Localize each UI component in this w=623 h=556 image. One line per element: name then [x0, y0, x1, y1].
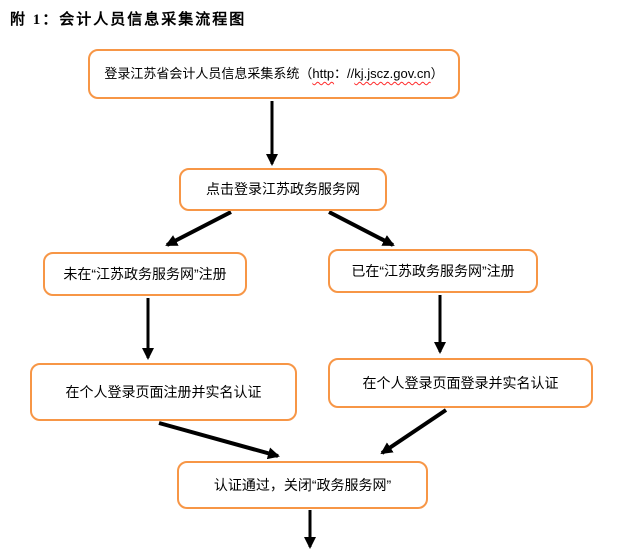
- flow-node-registered-label: 已在“江苏政务服务网”注册: [351, 262, 515, 279]
- page-title: 附 1：会计人员信息采集流程图: [10, 12, 247, 28]
- flow-node-register-realname: 在个人登录页面注册并实名认证: [30, 363, 297, 421]
- arrow-register-realname-to-auth-passed: [158, 421, 280, 460]
- arrow-click-login-to-registered: [328, 210, 395, 247]
- flow-node-auth-passed-label: 认证通过，关闭“政务服务网”: [213, 476, 392, 493]
- flow-node-login-system: 登录江苏省会计人员信息采集系统（http：//kj.jscz.gov.cn）: [88, 49, 460, 99]
- flow-node-click-login: 点击登录江苏政务服务网: [179, 168, 387, 211]
- flow-node-not-registered: 未在“江苏政务服务网”注册: [43, 252, 247, 296]
- login-system-text-suffix: ）: [430, 66, 444, 82]
- login-system-url-host: kj.jscz.gov.cn: [354, 66, 431, 82]
- flow-node-registered: 已在“江苏政务服务网”注册: [328, 249, 538, 293]
- login-system-url-separator: ：//: [334, 66, 355, 82]
- flow-node-login-realname: 在个人登录页面登录并实名认证: [328, 358, 593, 408]
- flow-node-auth-passed: 认证通过，关闭“政务服务网”: [177, 461, 428, 509]
- flow-node-register-realname-label: 在个人登录页面注册并实名认证: [65, 383, 262, 400]
- login-system-url-scheme: http: [312, 66, 335, 82]
- login-system-text-prefix: 登录江苏省会计人员信息采集系统（: [104, 66, 313, 82]
- arrow-click-login-to-not-registered: [165, 210, 232, 247]
- flow-node-login-system-label: 登录江苏省会计人员信息采集系统（http：//kj.jscz.gov.cn）: [104, 66, 443, 82]
- flow-node-not-registered-label: 未在“江苏政务服务网”注册: [63, 265, 227, 282]
- flow-node-login-realname-label: 在个人登录页面登录并实名认证: [362, 374, 559, 391]
- flow-node-click-login-label: 点击登录江苏政务服务网: [206, 181, 360, 198]
- arrow-login-realname-to-auth-passed: [380, 408, 448, 455]
